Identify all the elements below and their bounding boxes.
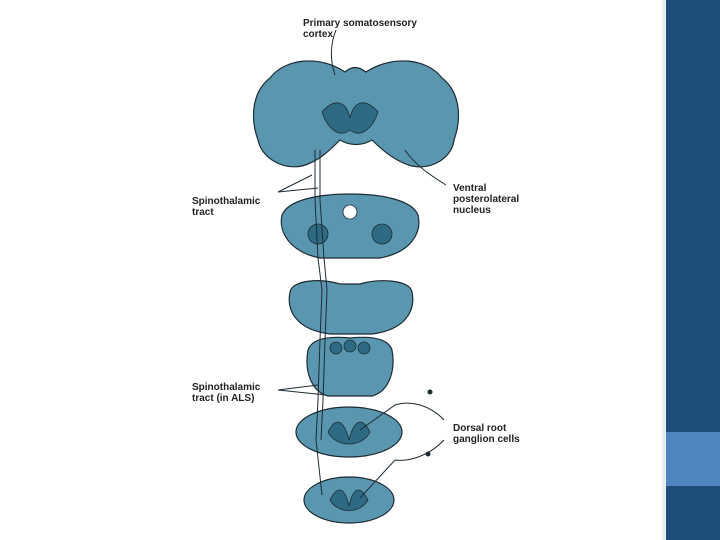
cervical-cord-section	[295, 406, 403, 458]
medulla-section	[306, 336, 394, 397]
lumbar-cord-section	[303, 476, 395, 524]
label-dorsal-root-ganglion-cells: Dorsal root ganglion cells	[453, 423, 520, 445]
label-spinothalamic-tract: Spinothalamic tract	[192, 196, 261, 218]
label-spinothalamic-tract-als: Spinothalamic tract (in ALS)	[192, 382, 261, 404]
pons-section	[288, 280, 414, 335]
slide-sidebar-accent	[666, 432, 720, 486]
midbrain-section	[280, 193, 420, 259]
label-ventral-posterolateral-nucleus: Ventral posterolateral nucleus	[453, 183, 520, 216]
slide-sidebar-edge	[662, 0, 666, 540]
label-primary-somatosensory-cortex: Primary somatosensory cortex	[303, 18, 417, 40]
